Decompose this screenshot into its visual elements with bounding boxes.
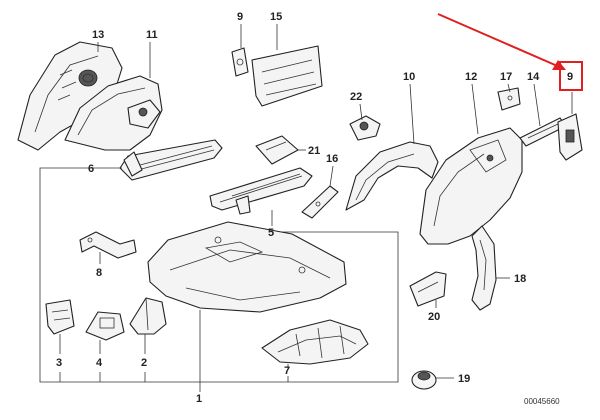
label-3: 3 <box>56 357 62 369</box>
part-16-strut <box>301 165 339 219</box>
label-6: 6 <box>88 163 94 175</box>
drawing-code: 00045660 <box>524 397 560 406</box>
label-10: 10 <box>403 71 415 83</box>
part-7-floor-reinforcement <box>261 319 369 370</box>
label-15: 15 <box>270 11 282 23</box>
label-4: 4 <box>96 357 103 369</box>
part-13-wheel-housing <box>17 41 123 151</box>
highlight-box <box>559 61 583 91</box>
assembly-bracket-lines <box>39 167 399 392</box>
label-12: 12 <box>465 71 477 83</box>
part-21-bracket <box>255 135 306 165</box>
part-5-cross-member <box>209 167 313 226</box>
label-11: 11 <box>146 29 158 41</box>
part-10-wheel-liner <box>345 83 439 211</box>
label-9-top: 9 <box>237 11 243 23</box>
label-17: 17 <box>500 71 512 83</box>
label-19: 19 <box>458 373 470 385</box>
label-13: 13 <box>92 29 104 41</box>
part-12-quarter-panel <box>419 83 523 245</box>
part-22-mount <box>349 103 381 141</box>
part-9-small-bracket <box>231 24 249 77</box>
part-8-bracket <box>79 231 137 264</box>
label-16: 16 <box>326 153 338 165</box>
label-21: 21 <box>308 145 320 157</box>
part-17-bracket <box>497 83 521 111</box>
label-8: 8 <box>96 267 102 279</box>
label-14: 14 <box>527 71 540 83</box>
part-6-side-rail <box>100 139 223 181</box>
part-15-panel <box>251 24 323 107</box>
highlight-annotation <box>437 13 583 91</box>
label-9-highlighted: 9 <box>567 71 573 83</box>
part-11-wheel-arch <box>64 42 163 151</box>
part-9-highlighted-bracket <box>557 92 583 161</box>
part-20-panel <box>409 271 447 308</box>
part-1-floor-pan <box>147 221 347 382</box>
label-5: 5 <box>268 227 274 239</box>
part-4-bracket <box>85 311 125 354</box>
label-22: 22 <box>350 91 362 103</box>
label-20: 20 <box>428 311 440 323</box>
label-1: 1 <box>196 393 202 405</box>
part-19-grommet <box>411 370 454 390</box>
part-3-bracket <box>45 299 75 354</box>
label-7: 7 <box>284 365 290 377</box>
label-18: 18 <box>514 273 526 285</box>
label-2: 2 <box>141 357 147 369</box>
part-18-curved-panel <box>471 225 510 311</box>
part-2-support <box>129 297 167 354</box>
